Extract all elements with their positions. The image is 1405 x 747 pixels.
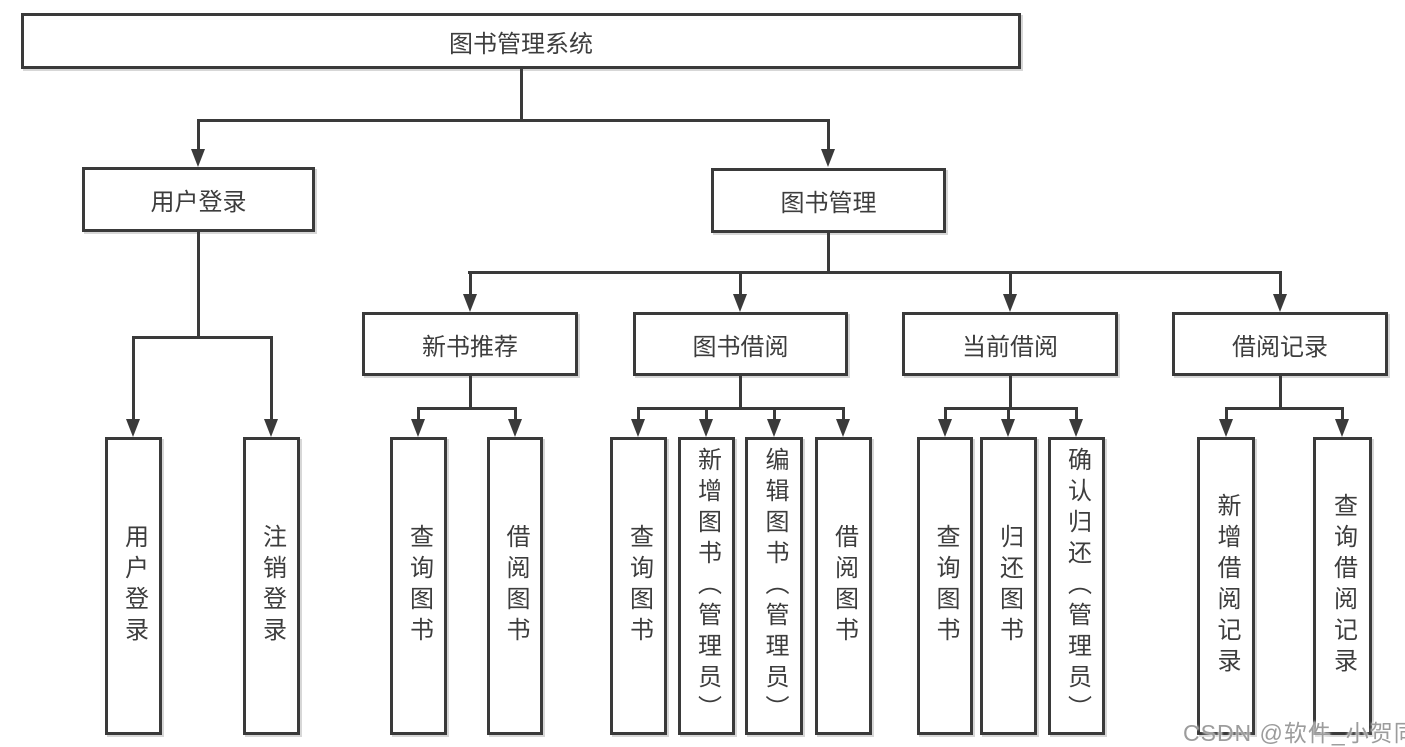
leaf-user-login-label: 用户登录 — [120, 524, 148, 648]
connector-arrow-shaft — [705, 407, 708, 421]
leaf-borrow-books-recommend: 借阅图书 — [487, 437, 543, 735]
arrow-down-icon — [191, 149, 205, 167]
arrow-down-icon — [1219, 419, 1233, 437]
connector-user-login-stem — [197, 231, 200, 337]
connector-arrow-shaft — [417, 407, 420, 421]
leaf-borrow-books-recommend-label: 借阅图书 — [502, 524, 529, 648]
node-book-management-label: 图书管理 — [780, 190, 877, 217]
connector-arrow-shaft — [1279, 271, 1282, 295]
connector-book-management-rail — [468, 271, 1282, 274]
arrow-down-icon — [733, 294, 747, 312]
node-current-borrowing-label: 当前借阅 — [962, 333, 1058, 361]
leaf-return-books-label: 归还图书 — [995, 524, 1023, 648]
connector-arrow-shaft — [739, 271, 742, 295]
leaf-confirm-return-admin-label: 确认归还（管理员） — [1063, 446, 1091, 726]
connector-new-book-rail — [417, 407, 517, 410]
arrow-down-icon — [264, 419, 278, 437]
arrow-down-icon — [699, 419, 713, 437]
connector-borrowing-records-rail — [1225, 407, 1344, 410]
leaf-query-books-borrowing-label: 查询图书 — [625, 524, 653, 648]
connector-arrow-shaft — [132, 336, 135, 420]
leaf-add-books-admin-label: 新增图书（管理员） — [693, 446, 721, 726]
connector-current-borrowing-stem — [1009, 375, 1012, 409]
leaf-logout-label: 注销登录 — [258, 524, 286, 648]
leaf-query-books-recommend: 查询图书 — [390, 437, 447, 735]
arrow-down-icon — [1335, 419, 1349, 437]
arrow-down-icon — [821, 149, 835, 167]
connector-arrow-shaft — [1007, 407, 1010, 421]
arrow-down-icon — [126, 419, 140, 437]
connector-arrow-shaft — [1341, 407, 1344, 421]
leaf-edit-books-admin-label: 编辑图书（管理员） — [761, 446, 788, 726]
leaf-edit-books-admin: 编辑图书（管理员） — [745, 437, 803, 735]
leaf-borrow-books: 借阅图书 — [815, 437, 872, 735]
node-user-login: 用户登录 — [82, 167, 315, 232]
leaf-logout: 注销登录 — [243, 437, 300, 735]
arrow-down-icon — [463, 294, 477, 312]
arrow-down-icon — [938, 419, 952, 437]
node-book-management: 图书管理 — [711, 168, 946, 233]
leaf-query-books-recommend-label: 查询图书 — [405, 524, 433, 648]
connector-arrow-shaft — [1009, 271, 1012, 295]
leaf-query-borrow-record-label: 查询借阅记录 — [1329, 493, 1357, 679]
arrow-down-icon — [1273, 294, 1287, 312]
connector-book-management-stem — [827, 232, 830, 273]
arrow-down-icon — [836, 419, 850, 437]
leaf-user-login: 用户登录 — [105, 437, 162, 735]
leaf-return-books: 归还图书 — [980, 437, 1037, 735]
node-new-book-recommend: 新书推荐 — [362, 312, 578, 376]
connector-arrow-shaft — [514, 407, 517, 421]
leaf-add-borrow-record-label: 新增借阅记录 — [1213, 493, 1240, 679]
node-library-system: 图书管理系统 — [21, 13, 1021, 69]
connector-arrow-shaft — [469, 271, 472, 295]
leaf-borrow-books-label: 借阅图书 — [830, 524, 858, 648]
leaf-query-borrow-record: 查询借阅记录 — [1313, 437, 1372, 735]
leaf-query-books-current-label: 查询图书 — [932, 524, 959, 648]
node-library-system-label: 图书管理系统 — [449, 30, 593, 58]
connector-arrow-shaft — [197, 119, 200, 150]
arrow-down-icon — [1069, 419, 1083, 437]
arrow-down-icon — [631, 419, 645, 437]
connector-borrowing-records-stem — [1279, 375, 1282, 409]
node-new-book-recommend-label: 新书推荐 — [422, 333, 518, 361]
connector-arrow-shaft — [270, 336, 273, 420]
connector-arrow-shaft — [842, 407, 845, 421]
connector-arrow-shaft — [773, 407, 776, 421]
leaf-confirm-return-admin: 确认归还（管理员） — [1048, 437, 1105, 735]
connector-arrow-shaft — [1075, 407, 1078, 421]
leaf-add-books-admin: 新增图书（管理员） — [678, 437, 735, 735]
arrow-down-icon — [411, 419, 425, 437]
node-book-borrowing-label: 图书借阅 — [692, 333, 789, 361]
connector-root-stem — [520, 67, 523, 120]
node-current-borrowing: 当前借阅 — [902, 312, 1118, 376]
leaf-add-borrow-record: 新增借阅记录 — [1197, 437, 1255, 735]
connector-new-book-stem — [469, 375, 472, 409]
connector-arrow-shaft — [637, 407, 640, 421]
node-user-login-label: 用户登录 — [150, 189, 247, 216]
arrow-down-icon — [508, 419, 522, 437]
leaf-query-books-borrowing: 查询图书 — [610, 437, 667, 735]
connector-user-login-rail — [132, 336, 273, 339]
arrow-down-icon — [767, 419, 781, 437]
leaf-query-books-current: 查询图书 — [917, 437, 973, 735]
csdn-watermark: CSDN @软件_小贺同学 — [1183, 720, 1405, 746]
connector-arrow-shaft — [827, 119, 830, 150]
connector-arrow-shaft — [1225, 407, 1228, 421]
connector-book-borrowing-rail — [637, 407, 845, 410]
node-borrowing-records: 借阅记录 — [1172, 312, 1388, 376]
connector-root-rail — [197, 119, 829, 122]
connector-arrow-shaft — [944, 407, 947, 421]
connector-current-borrowing-rail — [944, 407, 1078, 410]
arrow-down-icon — [1001, 419, 1015, 437]
node-book-borrowing: 图书借阅 — [633, 312, 848, 376]
connector-book-borrowing-stem — [739, 375, 742, 409]
arrow-down-icon — [1003, 294, 1017, 312]
node-borrowing-records-label: 借阅记录 — [1232, 333, 1328, 361]
